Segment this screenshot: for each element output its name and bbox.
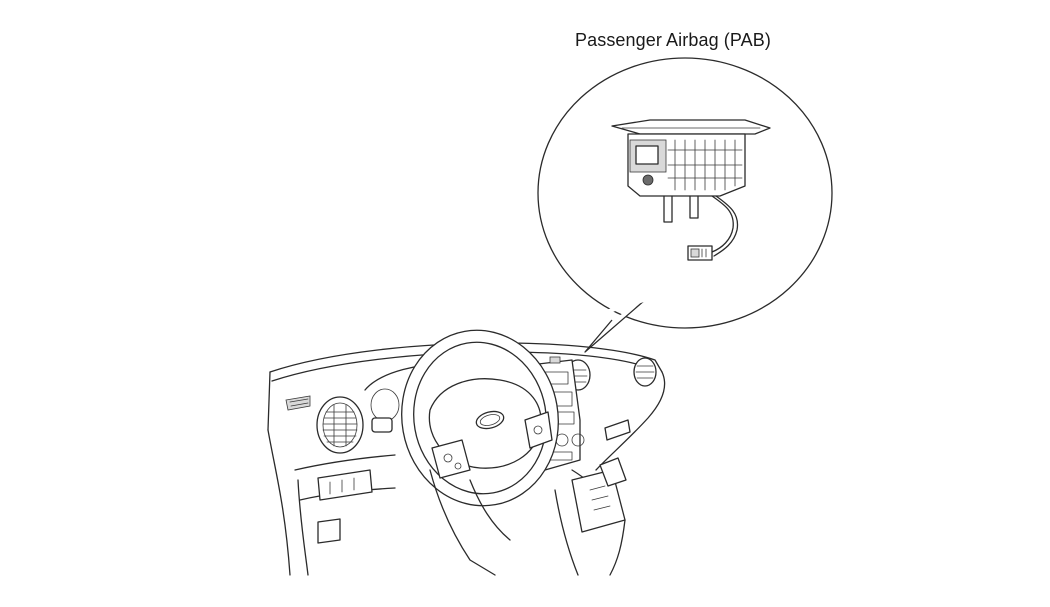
- airbag-module-icon: [611, 119, 771, 261]
- left-air-vent-icon: [316, 396, 364, 454]
- oval-brand-emblem-icon: [475, 410, 505, 430]
- wiring-connector-icon: [687, 245, 713, 261]
- dashboard: [267, 342, 666, 576]
- steering-wheel: [401, 329, 559, 576]
- right-air-vent-icon: [633, 357, 657, 387]
- gear-shifter: [554, 457, 627, 576]
- callout-label: Passenger Airbag (PAB): [575, 30, 771, 50]
- callout-bubble: [537, 57, 833, 353]
- glovebox-handle: [604, 419, 631, 441]
